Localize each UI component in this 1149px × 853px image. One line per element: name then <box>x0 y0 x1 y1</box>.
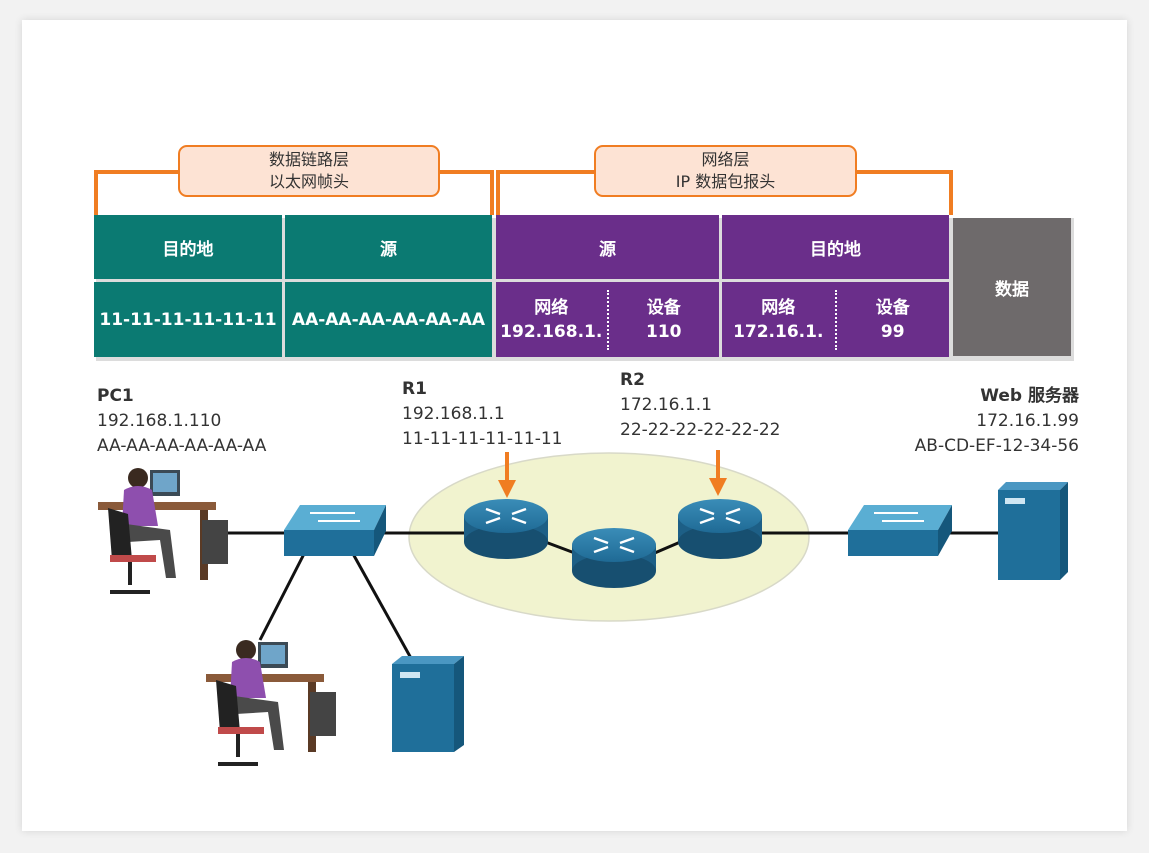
packet-dest-title: 目的地 <box>722 215 949 279</box>
frame-dest-mac: 11-11-11-11-11-11 <box>94 282 282 357</box>
pc1-mac: AA-AA-AA-AA-AA-AA <box>97 436 267 456</box>
r1-label: R1 192.168.1.1 11-11-11-11-11-11 <box>402 377 562 452</box>
pc1-workstation-icon <box>98 468 228 594</box>
network-label: 网络 <box>534 297 569 318</box>
dest-network-part: 网络 172.16.1. <box>722 282 835 357</box>
datalink-bracket <box>94 170 494 215</box>
web-server-name: Web 服务器 <box>980 386 1079 406</box>
r2-mac: 22-22-22-22-22-22 <box>620 420 781 440</box>
r1-mac: 11-11-11-11-11-11 <box>402 429 563 449</box>
network-label: 网络 <box>761 297 796 318</box>
device-label: 设备 <box>646 297 681 318</box>
link-switch1-pc2 <box>258 551 307 641</box>
r1-ip: 192.168.1.1 <box>402 404 505 424</box>
switch-icon <box>848 505 952 556</box>
src-device-value: 110 <box>646 321 682 342</box>
data-cell: 数据 <box>953 218 1071 356</box>
frame-src-title: 源 <box>285 215 492 279</box>
pc1-label: PC1 192.168.1.110 AA-AA-AA-AA-AA-AA <box>97 384 266 459</box>
dotted-divider <box>834 289 837 350</box>
datalink-header-line1: 数据链路层 <box>268 150 349 169</box>
router-icon-r3 <box>572 528 656 588</box>
link-switch1-server <box>350 551 414 661</box>
r2-label: R2 172.16.1.1 22-22-22-22-22-22 <box>620 368 780 443</box>
router-icon-r1 <box>464 499 548 559</box>
arrow-icon-r2 <box>709 450 727 496</box>
network-header-line1: 网络层 <box>701 150 750 169</box>
src-network-value: 192.168.1. <box>500 321 603 342</box>
r2-ip: 172.16.1.1 <box>620 395 712 415</box>
frame-src-mac: AA-AA-AA-AA-AA-AA <box>285 282 492 357</box>
web-server-icon <box>998 482 1068 580</box>
r2-name: R2 <box>620 370 645 390</box>
pc1-name: PC1 <box>97 386 134 406</box>
switch-icon <box>284 505 386 556</box>
network-header-line2: IP 数据包报头 <box>675 172 776 191</box>
datalink-header-label: 数据链路层 以太网帧头 <box>178 145 440 197</box>
packet-src-title: 源 <box>496 215 719 279</box>
packet-dest-address: 网络 172.16.1. 设备 99 <box>722 282 949 357</box>
web-server-mac: AB-CD-EF-12-34-56 <box>914 436 1079 456</box>
r1-name: R1 <box>402 379 427 399</box>
network-bracket <box>496 170 953 215</box>
pc2-workstation-icon <box>206 640 336 766</box>
server-icon <box>392 656 464 752</box>
dest-device-part: 设备 99 <box>837 282 950 357</box>
dest-network-value: 172.16.1. <box>733 321 824 342</box>
dotted-divider <box>606 289 609 350</box>
src-network-part: 网络 192.168.1. <box>496 282 607 357</box>
arrow-icon-r1 <box>498 452 516 498</box>
datalink-header-line2: 以太网帧头 <box>268 172 349 191</box>
packet-src-address: 网络 192.168.1. 设备 110 <box>496 282 719 357</box>
device-label: 设备 <box>875 297 910 318</box>
network-header-label: 网络层 IP 数据包报头 <box>594 145 857 197</box>
dest-device-value: 99 <box>880 321 905 342</box>
pc1-ip: 192.168.1.110 <box>97 411 222 431</box>
web-server-label: Web 服务器 172.16.1.99 AB-CD-EF-12-34-56 <box>915 384 1079 459</box>
frame-dest-title: 目的地 <box>94 215 282 279</box>
src-device-part: 设备 110 <box>609 282 720 357</box>
web-server-ip: 172.16.1.99 <box>976 411 1079 431</box>
router-icon-r2 <box>678 499 762 559</box>
